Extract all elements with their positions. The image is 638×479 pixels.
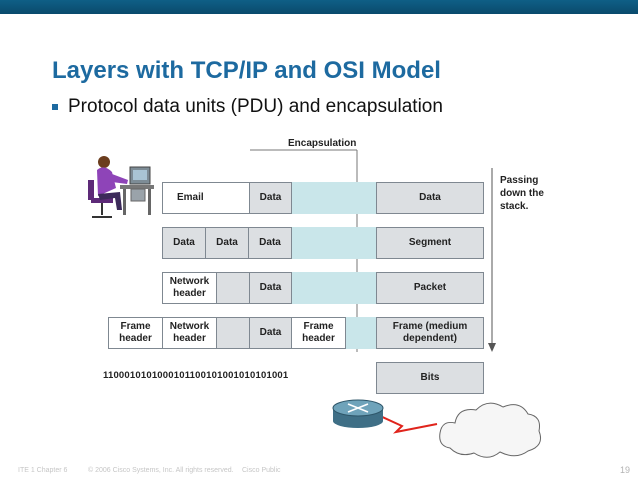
cell-text: Data <box>259 327 282 338</box>
pdu-label-data: Data <box>376 182 484 214</box>
pdu-label-segment: Segment <box>376 227 484 259</box>
network-link-icon <box>377 414 438 434</box>
cell-text: Packet <box>413 282 447 293</box>
cloud-icon <box>439 402 542 458</box>
slide-title: Layers with TCP/IP and OSI Model <box>52 57 441 84</box>
network-header-cell: Network header <box>162 317 217 349</box>
data-cell: Data <box>249 182 292 214</box>
cell-text: Bits <box>420 372 440 383</box>
band-email <box>292 182 376 214</box>
cell-text: Email <box>177 192 204 203</box>
bullet-text: Protocol data units (PDU) and encapsulat… <box>68 96 443 117</box>
frame-header-cell: Frame header <box>108 317 163 349</box>
cell-text: header <box>119 333 152 344</box>
email-cell: Email <box>162 182 250 214</box>
passing-label-line: Passing <box>500 175 539 186</box>
cell-text: Network <box>169 321 210 332</box>
data-area-cell <box>216 272 250 304</box>
cell-text: Network <box>169 276 210 287</box>
cell-text: Frame <box>303 321 334 332</box>
pdu-label-packet: Packet <box>376 272 484 304</box>
cell-text: Data <box>173 237 195 248</box>
cell-text: Data <box>216 237 238 248</box>
top-bar <box>0 0 638 14</box>
band-frame <box>346 317 376 349</box>
footer-course: ITE 1 Chapter 6 <box>18 467 68 474</box>
footer-label: Cisco Public <box>242 467 281 474</box>
frame-trailer-cell: Frame header <box>291 317 346 349</box>
router-icon <box>332 399 384 428</box>
band-packet <box>292 272 376 304</box>
passing-down-label: Passing down the stack. <box>500 174 560 213</box>
cell-text: Data <box>259 282 282 293</box>
cell-text: dependent) <box>403 333 457 344</box>
cell-text: header <box>302 333 335 344</box>
network-header-cell: Network header <box>162 272 217 304</box>
cell-text: header <box>173 333 206 344</box>
data-cell: Data <box>249 317 292 349</box>
passing-down-arrow-icon <box>488 168 496 352</box>
cell-text: Data <box>419 192 441 203</box>
data-cell: Data <box>249 272 292 304</box>
pdu-label-frame: Frame (medium dependent) <box>376 317 484 349</box>
cell-text: Data <box>259 237 281 248</box>
cell-text: Frame (medium <box>392 321 468 332</box>
passing-label-line: down the <box>500 188 544 199</box>
cell-text: header <box>173 288 206 299</box>
encapsulation-label: Encapsulation <box>288 138 357 149</box>
cell-text: Data <box>259 192 282 203</box>
bullet-marker <box>52 104 58 110</box>
person-at-computer-icon <box>80 156 156 221</box>
pdu-label-bits: Bits <box>376 362 484 394</box>
bitstream: 1100010101000101100101001010101001 <box>103 370 289 381</box>
cell-text: Frame <box>120 321 151 332</box>
page-number: 19 <box>620 465 631 475</box>
data-cell: Data <box>248 227 292 259</box>
data-cell: Data <box>162 227 206 259</box>
cell-text: Segment <box>408 237 452 248</box>
data-cell: Data <box>205 227 249 259</box>
passing-label-line: stack. <box>500 201 529 212</box>
footer-copyright: © 2006 Cisco Systems, Inc. All rights re… <box>88 467 234 474</box>
data-area-cell <box>216 317 250 349</box>
band-segment <box>292 227 376 259</box>
